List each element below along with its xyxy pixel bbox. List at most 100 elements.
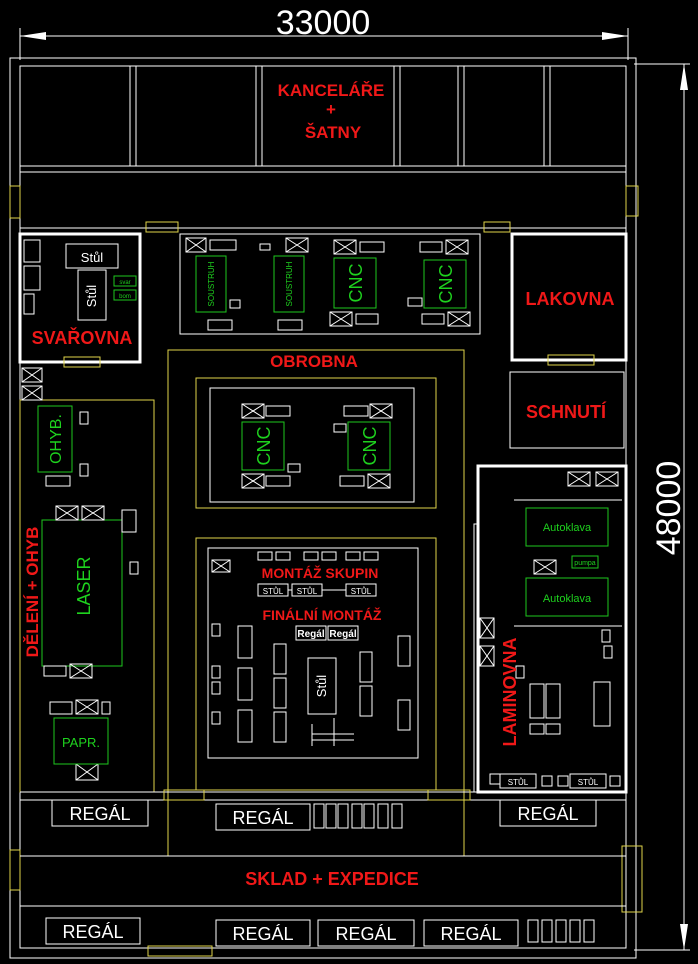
regal-5-label: REGÁL — [232, 924, 293, 944]
offices-title-2: + — [326, 100, 336, 119]
lam-stul-2: STŮL — [578, 778, 599, 787]
assembly-inner — [207, 547, 419, 759]
machining-top-area — [179, 233, 481, 335]
regal-small-1 — [295, 625, 327, 641]
lamination-title: LAMINOVNA — [500, 638, 520, 747]
laser-machine-label: LASER — [74, 556, 94, 615]
regal-7-label: REGÁL — [440, 924, 501, 944]
cutting-box-1 — [21, 367, 43, 383]
machining-hall — [167, 349, 465, 857]
door-left-lower — [9, 849, 21, 891]
regal-4 — [45, 917, 141, 945]
machining-title: OBROBNA — [270, 352, 358, 371]
door-warehouse-1 — [163, 789, 205, 801]
door-left-upper — [9, 185, 21, 219]
machining-top-small-items — [185, 237, 471, 331]
lam-stul-1: STŮL — [508, 778, 529, 787]
lamination-small-items — [479, 471, 621, 789]
machining-cnc-inner — [209, 387, 415, 503]
door-warehouse-2 — [427, 789, 471, 801]
door-right-upper — [625, 185, 639, 217]
laser-small-items — [43, 505, 139, 781]
lathe-1 — [195, 255, 227, 313]
assembly-stul-row — [257, 583, 377, 597]
offices-title-3: ŠATNY — [305, 123, 362, 142]
door-painting — [547, 354, 595, 366]
welding-table-1-label: Stůl — [81, 250, 104, 265]
cnc-mid-1-label: CNC — [254, 427, 274, 466]
pump — [571, 555, 599, 569]
bending-machine-label: OHYB. — [48, 414, 65, 464]
stul-3-label: STŮL — [351, 587, 372, 596]
warehouse-title: SKLAD + EXPEDICE — [245, 869, 419, 889]
cnc-top-1 — [333, 257, 377, 309]
warehouse-gitter-stack-2 — [527, 919, 595, 943]
autoclave-2 — [525, 577, 609, 617]
door-corridor-2 — [483, 221, 511, 233]
regal-3-label: REGÁL — [517, 804, 578, 824]
regal-1 — [51, 799, 149, 827]
welding-table-1 — [65, 243, 119, 269]
regal-6 — [317, 919, 415, 947]
bending-machine — [37, 405, 73, 473]
door-bottom — [147, 945, 213, 957]
outer-wall — [9, 57, 637, 959]
cutting-bending-title: DĚLENÍ + OHYB — [23, 527, 42, 658]
drying-title: SCHNUTÍ — [526, 401, 607, 422]
cnc-mid-2-label: CNC — [360, 427, 380, 466]
drying-room — [509, 371, 625, 449]
regal-small-2-label: Regál — [329, 629, 356, 640]
lathe-1-label: SOUSTRUH — [207, 261, 216, 306]
cnc-top-1-label: CNC — [346, 264, 366, 303]
cnc-mid-1 — [241, 421, 285, 471]
regal-5 — [215, 919, 311, 947]
door-corridor-1 — [145, 221, 179, 233]
assembly-table — [307, 657, 337, 715]
regal-4-label: REGÁL — [62, 922, 123, 942]
regal-3 — [499, 799, 597, 827]
paper-machine — [53, 717, 109, 765]
autoclave-1-label: Autoklava — [543, 522, 592, 534]
regal-7 — [423, 919, 519, 947]
painting-room — [510, 232, 628, 362]
dimension-width-label: 33000 — [276, 4, 371, 42]
welding-room — [18, 232, 142, 364]
regal-2-label: REGÁL — [232, 808, 293, 828]
welding-table-2 — [77, 269, 107, 321]
dimension-height-label: 48000 — [650, 461, 688, 556]
autoclave-2-label: Autoklava — [543, 593, 592, 605]
regal-1-label: REGÁL — [69, 804, 130, 824]
assembly-table-label: Stůl — [314, 675, 329, 698]
welding-bom — [113, 289, 137, 301]
cutting-box-2 — [21, 385, 43, 401]
paper-machine-label: PAPR. — [62, 735, 100, 750]
regal-6-label: REGÁL — [335, 924, 396, 944]
welding-bom-label: bom — [119, 294, 131, 300]
pump-label: pumpa — [574, 560, 596, 567]
warehouse-gitter-stack-1 — [313, 803, 403, 829]
welding-svar-label: svar — [119, 280, 130, 286]
welding-table-2-label: Stůl — [84, 285, 99, 308]
painting-title: LAKOVNA — [526, 289, 615, 309]
offices-title-1: KANCELÁŘE — [278, 81, 385, 100]
offices-block — [20, 66, 626, 173]
door-right-lower — [621, 845, 643, 913]
welding-gitter-1 — [23, 239, 41, 263]
lathe-2 — [273, 255, 305, 313]
door-welding — [63, 356, 101, 368]
welding-gitter-3 — [23, 293, 35, 315]
machining-cnc-zone — [195, 377, 437, 509]
welding-svar — [113, 275, 137, 287]
regal-2 — [215, 803, 311, 831]
machining-mid-small-items — [241, 403, 393, 489]
cnc-top-2 — [423, 259, 467, 309]
welding-title: SVAŘOVNA — [32, 327, 133, 348]
dimension-top — [19, 28, 629, 60]
dimension-right — [634, 63, 690, 951]
assembly-groups-title: MONTÁŽ SKUPIN — [262, 564, 379, 581]
regal-small-1-label: Regál — [297, 629, 324, 640]
autoclave-1 — [525, 507, 609, 547]
lathe-2-label: SOUSTRUH — [285, 261, 294, 306]
cnc-top-2-label: CNC — [436, 265, 456, 304]
